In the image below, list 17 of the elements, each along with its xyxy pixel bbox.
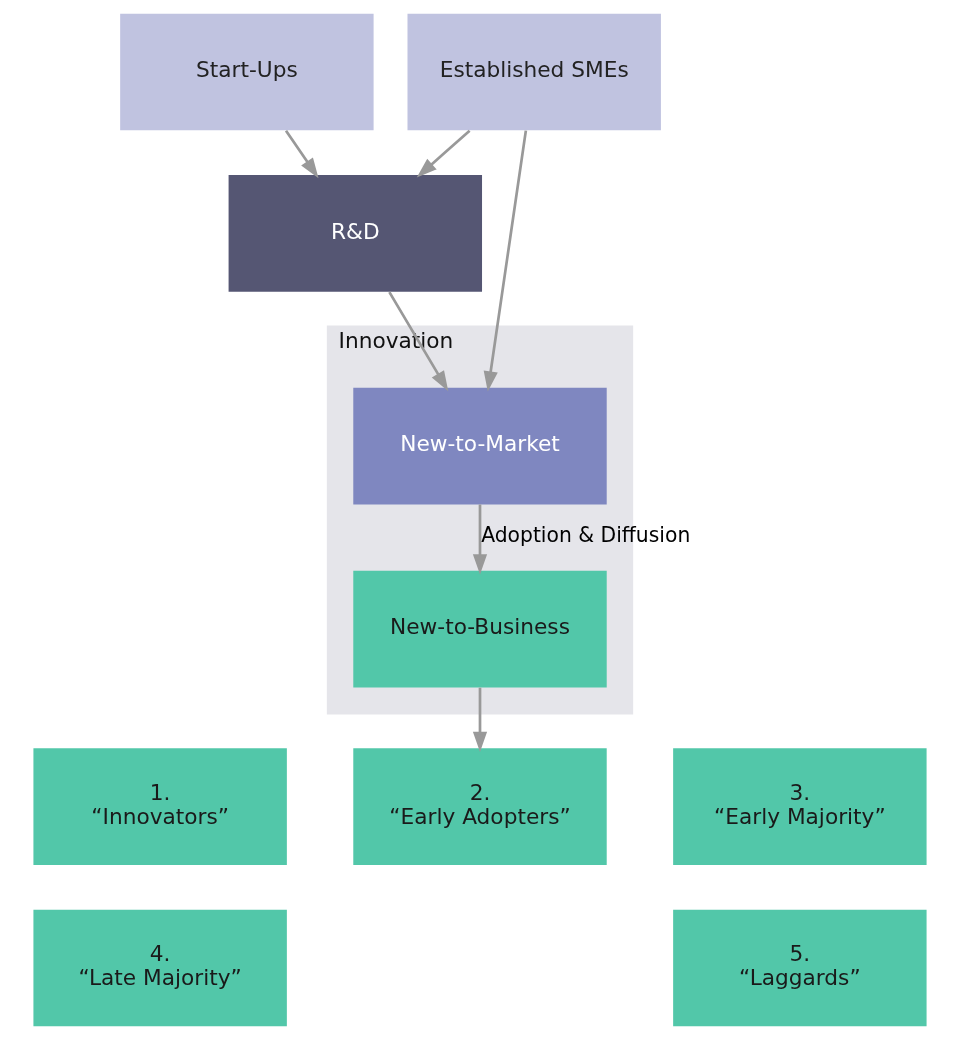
edge-label: Adoption & Diffusion <box>481 523 691 548</box>
node-box: 5. “Laggards” <box>673 909 927 1027</box>
node-box: Start-Ups <box>120 13 374 131</box>
node-box: 3. “Early Majority” <box>673 748 927 865</box>
node-box: 1. “Innovators” <box>33 748 287 865</box>
arrow <box>284 129 319 179</box>
node-box: 2. “Early Adopters” <box>353 748 607 865</box>
node-box: Established SMEs <box>407 13 661 131</box>
arrow <box>416 129 471 178</box>
node-box: New-to-Business <box>353 570 607 688</box>
arrow <box>472 687 488 752</box>
node-box: 4. “Late Majority” <box>33 909 287 1027</box>
arrow <box>388 291 449 392</box>
node-box: R&D <box>228 175 483 292</box>
node-box: New-to-Market <box>353 387 607 505</box>
arrow <box>472 504 488 575</box>
arrow <box>483 130 528 392</box>
